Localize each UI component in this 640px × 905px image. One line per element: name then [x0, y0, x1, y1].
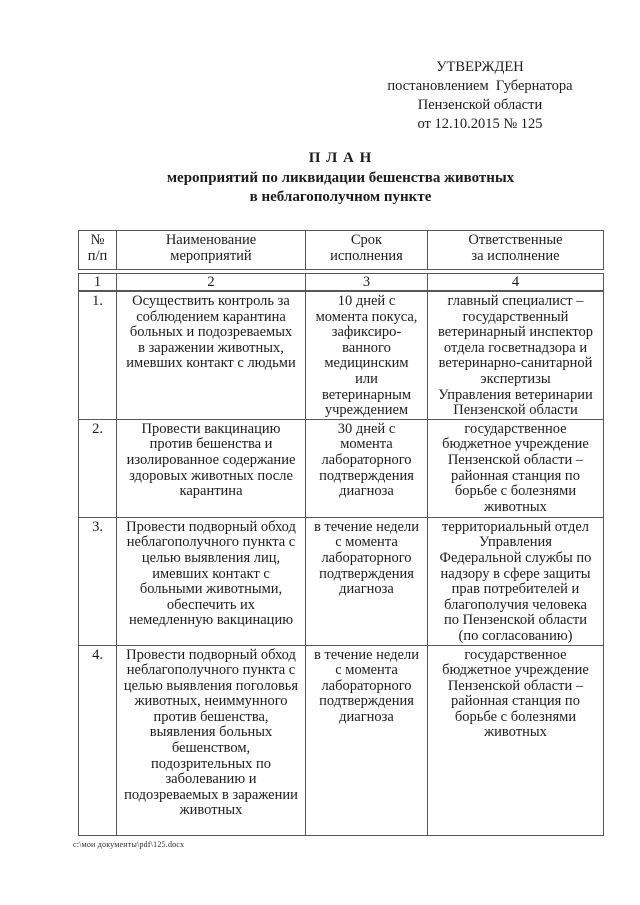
table-row: 4. Провести подворный обход неблагополуч… — [78, 644, 604, 836]
row-responsible: государственное бюджетное учреждение Пен… — [427, 644, 604, 836]
title-subtitle-1: мероприятий по ликвидации бешенства живо… — [166, 169, 515, 186]
file-path: c:\мои документы\pdf\125.docx — [73, 840, 185, 849]
row-num: 2. — [78, 418, 117, 518]
table-row: 3. Провести подворный обход неблагополуч… — [78, 516, 604, 646]
row-measure: Осуществить контроль за соблюдением кара… — [116, 290, 306, 420]
row-measure: Провести подворный обход неблагополучног… — [116, 516, 306, 646]
header-cell-name: Наименование мероприятий — [116, 230, 306, 270]
table-body: 1 2 3 4 1. Осуществить контроль за соблю… — [78, 273, 604, 836]
row-num: 3. — [78, 516, 117, 646]
numbering-cell-2: 2 — [116, 273, 306, 292]
header-cell-resp: Ответственные за исполнение — [427, 230, 604, 270]
row-num: 1. — [78, 290, 117, 420]
row-term: 10 дней с момента покуса, зафиксиро- ван… — [305, 290, 428, 420]
numbering-cell-1: 1 — [78, 273, 117, 292]
row-responsible: главный специалист – государственный вет… — [427, 290, 604, 420]
numbering-cell-3: 3 — [305, 273, 428, 292]
row-measure: Провести вакцинацию против бешенства и и… — [116, 418, 306, 518]
plan-table: № п/п Наименование мероприятий Срок испо… — [78, 230, 604, 836]
row-term: 30 дней с момента лабораторного подтверж… — [305, 418, 428, 518]
row-responsible: государственное бюджетное учреждение Пен… — [427, 418, 604, 518]
title-subtitle-2: в неблагополучном пункте — [249, 189, 432, 205]
row-term: в течение недели с момента лабораторного… — [305, 644, 428, 836]
row-num: 4. — [78, 644, 117, 836]
row-term: в течение недели с момента лабораторного… — [305, 516, 428, 646]
header-cell-num: № п/п — [78, 230, 117, 270]
row-measure: Провести подворный обход неблагополучног… — [116, 644, 306, 836]
numbering-cell-4: 4 — [427, 273, 604, 292]
table-header: № п/п Наименование мероприятий Срок испо… — [78, 230, 604, 270]
table-header-row: № п/п Наименование мероприятий Срок испо… — [78, 230, 604, 270]
table-row: 1. Осуществить контроль за соблюдением к… — [78, 290, 604, 420]
column-numbering-row: 1 2 3 4 — [78, 273, 604, 292]
table-row: 2. Провести вакцинацию против бешенства … — [78, 418, 604, 518]
title-plan: П Л А Н — [308, 150, 373, 166]
document-title: П Л А Н мероприятий по ликвидации бешенс… — [78, 149, 603, 208]
row-responsible: территориальный отдел Управления Федерал… — [427, 516, 604, 646]
header-cell-term: Срок исполнения — [305, 230, 428, 270]
approval-block: УТВЕРЖДЕН постановлением Губернатора Пен… — [387, 59, 573, 132]
